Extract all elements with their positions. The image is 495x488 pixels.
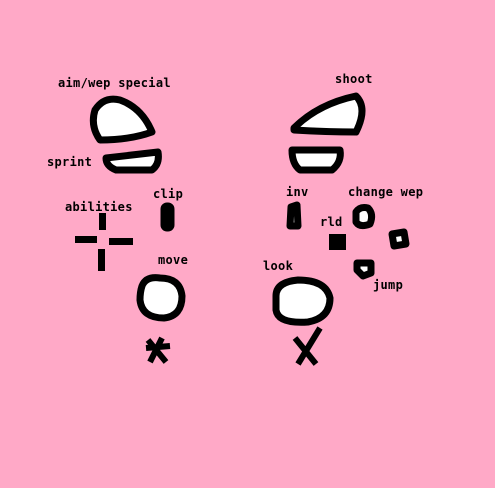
clip-label: clip [153, 187, 184, 201]
face-button-right [388, 228, 410, 250]
face-button-bottom [353, 259, 375, 280]
face-button-left [329, 234, 346, 250]
dpad-left [75, 236, 97, 243]
change-wep-label: change wep [348, 185, 424, 199]
inv-button [286, 201, 302, 230]
move-label: move [158, 253, 189, 267]
right-stick-click-mark [292, 326, 323, 366]
shoot-label: shoot [335, 72, 373, 86]
jump-label: jump [373, 278, 404, 292]
dpad-up [99, 213, 106, 230]
left-stick-click-mark [145, 336, 171, 364]
dpad-right [109, 238, 133, 245]
aim-label: aim/wep special [58, 76, 171, 90]
rld-label: rld [320, 215, 343, 229]
right-trigger [290, 92, 366, 136]
right-stick [272, 276, 334, 326]
left-bumper [102, 148, 162, 174]
abilities-label: abilities [65, 200, 133, 214]
clip-button [160, 202, 175, 232]
look-label: look [263, 259, 294, 273]
face-button-top [352, 204, 376, 230]
inv-label: inv [286, 185, 309, 199]
sprint-label: sprint [47, 155, 93, 169]
dpad-down [98, 249, 105, 271]
right-bumper [288, 146, 344, 174]
left-trigger [89, 95, 156, 144]
left-stick [136, 274, 186, 322]
